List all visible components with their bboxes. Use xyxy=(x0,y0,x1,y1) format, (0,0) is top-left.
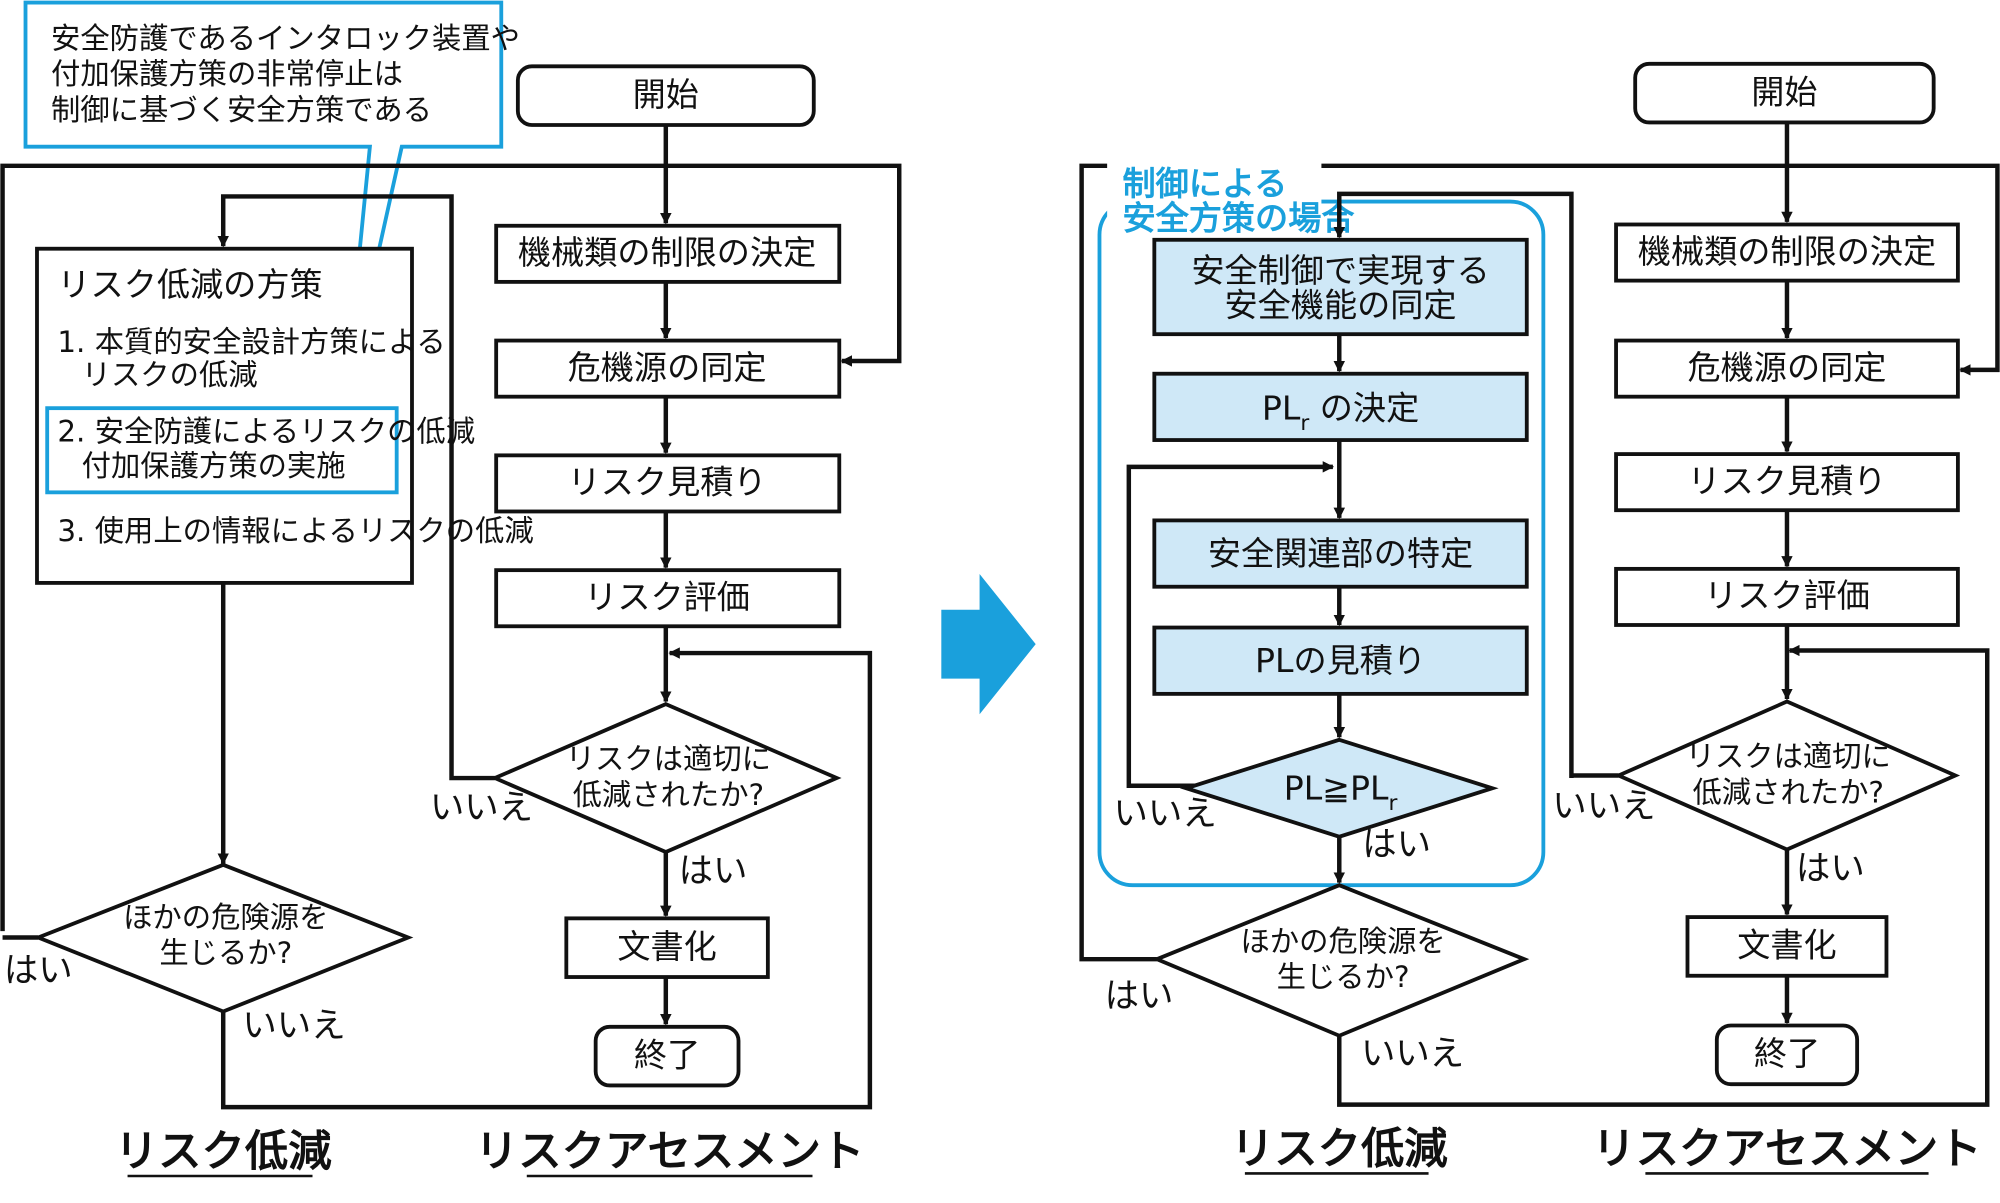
step-limits-label: 機械類の制限の決定 xyxy=(1638,232,1936,271)
decision-reduced-line-2: 低減されたか? xyxy=(573,778,765,812)
step-safety-function xyxy=(1152,237,1529,337)
step-estimate xyxy=(1614,452,1960,513)
no-label: いいえ xyxy=(1361,1034,1464,1074)
callout-line-2: 付加保護方策の非常停止は xyxy=(51,57,403,91)
no-label: いいえ xyxy=(242,1006,345,1046)
callout: 安全防護であるインタロック装置や 付加保護方策の非常停止は 制御に基づく安全方策… xyxy=(23,0,520,407)
no-to-decision xyxy=(220,647,873,1110)
step-pl-estimate-label: PLの見積り xyxy=(1255,641,1426,680)
left-reduction-column: リスク低減の方策 1. 本質的安全設計方策による リスクの低減 2. 安全防護に… xyxy=(2,246,873,1110)
decision-other-hazard-line-2: 生じるか? xyxy=(1277,960,1410,994)
step-evaluate-label: リスク評価 xyxy=(584,577,750,616)
loop-to-hazard xyxy=(1079,163,2000,962)
yes-label: はい xyxy=(4,951,73,991)
step-estimate-label: リスク見積り xyxy=(1688,461,1887,500)
callout-line-3: 制御に基づく安全方策である xyxy=(51,93,432,127)
right-reduction-decision: ほかの危険源を 生じるか? はい いいえ xyxy=(1105,644,1990,1107)
end-terminal xyxy=(1714,1023,1860,1087)
step-document-label: 文書化 xyxy=(1737,926,1836,965)
left-diagram: 安全防護であるインタロック装置や 付加保護方策の非常停止は 制御に基づく安全方策… xyxy=(0,0,902,1178)
plr-rest: の決定 xyxy=(1309,389,1419,428)
decision-reduced-line-1: リスクは適切に xyxy=(566,742,771,776)
decision-other-hazard-line-2: 生じるか? xyxy=(159,936,292,970)
step-limits xyxy=(494,223,842,284)
reduction-item2-line-2: 付加保護方策の実施 xyxy=(82,449,346,483)
end-label: 終了 xyxy=(634,1035,700,1074)
step-pl-estimate xyxy=(1152,625,1529,696)
step-hazard-label: 危機源の同定 xyxy=(568,348,767,387)
highlight-box xyxy=(45,406,399,495)
step-parts-label: 安全関連部の特定 xyxy=(1208,534,1473,573)
step-evaluate-label: リスク評価 xyxy=(1704,576,1870,615)
safety-column: 安全制御で実現する 安全機能の同定 PLr の決定 安全関連部の特定 PLの見積… xyxy=(1114,191,1574,884)
no-label: いいえ xyxy=(1114,794,1217,834)
decision-other-hazard-line-1: ほかの危険源を xyxy=(1240,925,1445,959)
start-terminal xyxy=(1633,61,1936,125)
check-sub: r xyxy=(1388,791,1397,816)
callout-line-1: 安全防護であるインタロック装置や xyxy=(51,21,520,55)
reduction-box xyxy=(35,246,414,585)
no-loop xyxy=(1126,461,1335,788)
caption-reduction: リスク低減 xyxy=(1231,1124,1448,1174)
no-label: いいえ xyxy=(430,788,533,828)
reduction-item3: 3. 使用上の情報によるリスクの低減 xyxy=(57,514,533,548)
step-plr-label: PLr の決定 xyxy=(1262,389,1419,436)
step-evaluate xyxy=(494,568,842,629)
left-assessment-column: 開始 機械類の制限の決定 危機源の同定 リスク見積り リスク評価 リスクは適切に… xyxy=(0,64,902,1088)
caption-reduction: リスク低減 xyxy=(115,1127,332,1177)
step-safety-function-line-2: 安全機能の同定 xyxy=(1225,285,1457,324)
reduction-item1-line-2: リスクの低減 xyxy=(82,358,258,392)
caption-assessment: リスクアセスメント xyxy=(475,1127,864,1177)
reduction-title: リスク低減の方策 xyxy=(57,265,322,304)
end-terminal xyxy=(593,1024,741,1088)
loop-to-hazard xyxy=(0,163,902,932)
step-safety-function-line-1: 安全制御で実現する xyxy=(1191,251,1489,290)
step-estimate xyxy=(494,453,842,514)
step-estimate-label: リスク見積り xyxy=(568,463,767,502)
yes-label: はい xyxy=(1362,825,1431,865)
no-to-reduction xyxy=(217,194,495,781)
yes-label: はい xyxy=(679,852,748,892)
yes-label: はい xyxy=(1105,977,1174,1017)
step-hazard-label: 危機源の同定 xyxy=(1688,348,1887,387)
caption-assessment: リスクアセスメント xyxy=(1592,1124,1981,1174)
group-title-backdrop xyxy=(1107,163,1322,235)
check-main: PL≧PL xyxy=(1284,769,1389,808)
decision-reduced-line-1: リスクは適切に xyxy=(1686,740,1891,774)
transition-arrow-icon xyxy=(941,573,1036,715)
decision-reduced-line-2: 低減されたか? xyxy=(1692,775,1884,809)
start-label: 開始 xyxy=(1751,72,1817,111)
group-title-line-2: 安全方策の場合 xyxy=(1122,199,1355,238)
no-to-safety-function xyxy=(1333,191,1574,779)
no-to-decision xyxy=(1337,644,1990,1107)
step-parts xyxy=(1152,518,1529,589)
reduction-item2-line-1: 2. 安全防護によるリスクの低減 xyxy=(57,414,475,448)
step-document xyxy=(564,916,770,979)
decision-other-hazard-line-1: ほかの危険源を xyxy=(123,900,328,934)
no-label: いいえ xyxy=(1552,787,1655,827)
step-document-label: 文書化 xyxy=(617,927,716,966)
right-diagram: 制御による 安全方策の場合 安全制御で実現する 安全機能の同定 PLr の決定 … xyxy=(1079,61,2000,1175)
decision-pl-check-label: PL≧PLr xyxy=(1284,769,1398,816)
group-title-line-1: 制御による xyxy=(1122,164,1287,203)
reduction-item1-line-1: 1. 本質的安全設計方策による xyxy=(57,325,445,359)
step-hazard xyxy=(1614,338,1960,399)
step-evaluate xyxy=(1614,566,1960,627)
plr-sub: r xyxy=(1300,411,1309,436)
right-assessment-column: 開始 機械類の制限の決定 危機源の同定 リスク見積り リスク評価 リスクは適切に… xyxy=(1552,61,1961,1087)
step-plr xyxy=(1152,371,1529,442)
plr-main: PL xyxy=(1262,389,1301,428)
step-limits-label: 機械類の制限の決定 xyxy=(518,233,816,272)
yes-label: はい xyxy=(1796,849,1865,889)
end-label: 終了 xyxy=(1754,1034,1820,1073)
start-label: 開始 xyxy=(633,75,699,114)
